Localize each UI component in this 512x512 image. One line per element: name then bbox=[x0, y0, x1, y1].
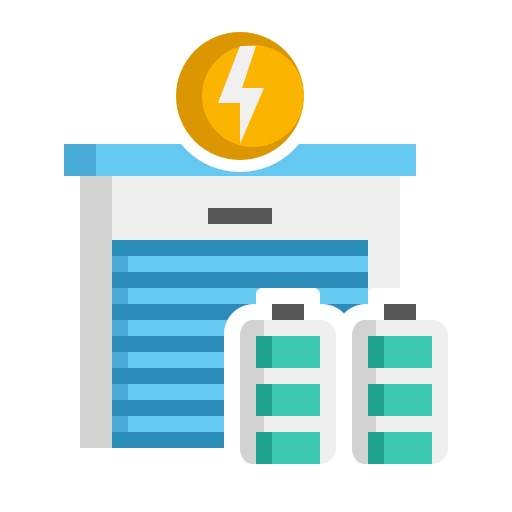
door-slat-edge bbox=[112, 288, 128, 304]
door-slat-edge bbox=[112, 416, 128, 432]
battery-cell-shadow bbox=[256, 432, 272, 464]
battery-terminal bbox=[272, 304, 304, 320]
door-slat bbox=[112, 240, 368, 256]
door-slat-edge bbox=[112, 384, 128, 400]
door-slat-edge bbox=[112, 352, 128, 368]
garage-wall-shadow bbox=[80, 176, 112, 448]
battery-icon bbox=[336, 288, 464, 480]
garage-roof-shadow bbox=[64, 144, 96, 176]
battery-cell-shadow bbox=[368, 384, 384, 416]
battery-icon bbox=[224, 288, 352, 480]
garage-handle bbox=[208, 208, 272, 224]
door-slat bbox=[112, 288, 368, 304]
lightning-bolt-icon bbox=[218, 46, 264, 144]
door-slat bbox=[112, 272, 368, 288]
battery-terminal bbox=[384, 304, 416, 320]
door-slat-edge bbox=[112, 320, 128, 336]
door-slat bbox=[112, 256, 368, 272]
battery-cell-shadow bbox=[368, 336, 384, 368]
energy-badge bbox=[164, 20, 316, 172]
battery-cell-shadow bbox=[256, 336, 272, 368]
door-slat-edge bbox=[112, 256, 128, 272]
battery-cell-shadow bbox=[368, 432, 384, 464]
battery-cell-shadow bbox=[256, 384, 272, 416]
